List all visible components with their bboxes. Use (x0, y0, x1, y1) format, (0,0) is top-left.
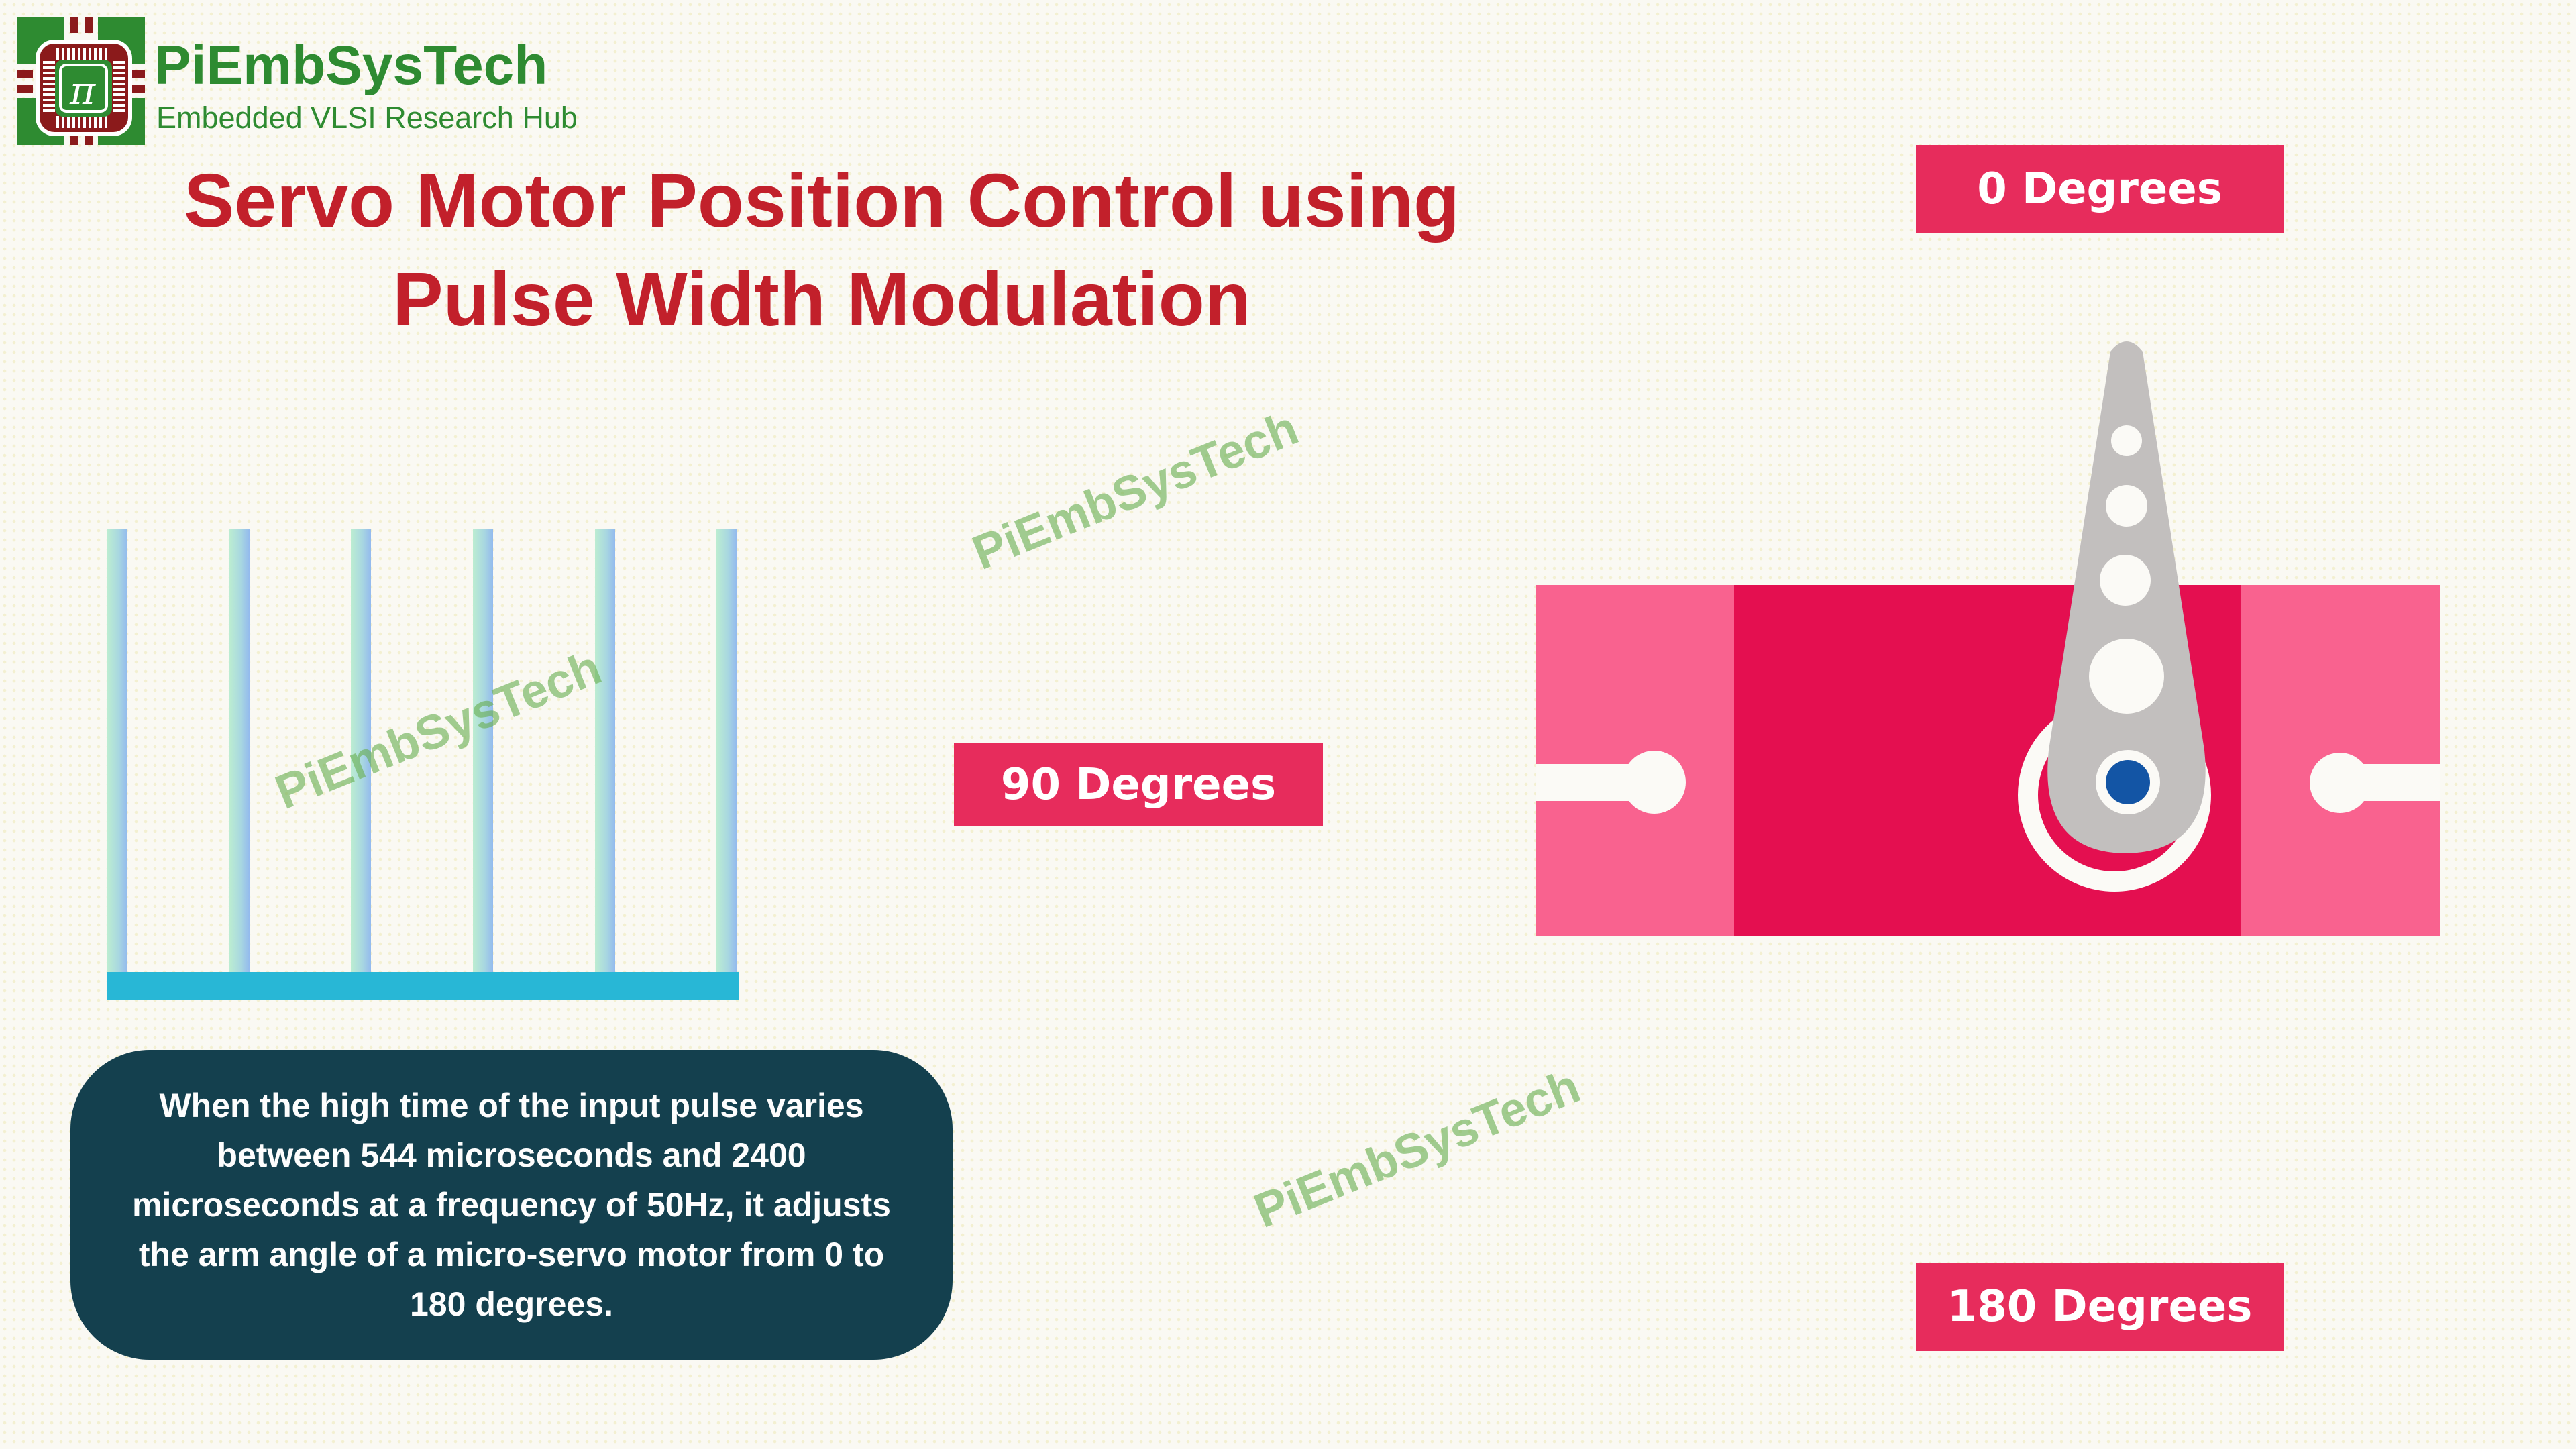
text-line: Servo Motor Position Control using (183, 158, 1460, 243)
info-box: When the high time of the input pulse va… (70, 1050, 953, 1360)
brand-name: PiEmbSysTech (154, 35, 548, 96)
pi-symbol: π (69, 68, 96, 113)
text-line: 180 degrees. (410, 1285, 613, 1323)
pwm-diagram (107, 529, 739, 1000)
text-line: microseconds at a frequency of 50Hz, it … (132, 1186, 891, 1224)
servo-arm-hole-1 (2111, 425, 2142, 456)
servo-shaft-screw (2106, 760, 2150, 804)
label-180-degrees: 180 Degrees (1916, 1263, 2284, 1351)
pwm-pulse (107, 529, 127, 972)
servo-arm-hole-4 (2089, 639, 2164, 714)
pwm-pulse (473, 529, 493, 972)
servo-left-screw-hole (1623, 751, 1686, 814)
servo-arm-hole-2 (2106, 485, 2147, 527)
servo-motor-illustration (1536, 341, 2440, 936)
servo-arm-hole-3 (2100, 555, 2151, 606)
brand-logo-chip-icon: π (17, 17, 145, 145)
label-0-degrees: 0 Degrees (1916, 145, 2284, 233)
brand-tagline: Embedded VLSI Research Hub (156, 101, 578, 135)
text-line: Pulse Width Modulation (392, 257, 1251, 341)
text-line: When the high time of the input pulse va… (159, 1087, 864, 1124)
watermark-bottom-middle: PiEmbSysTech (1246, 1059, 1588, 1238)
pwm-pulse-train (107, 529, 739, 972)
pwm-pulse (351, 529, 371, 972)
pwm-pulse (229, 529, 250, 972)
pwm-pulse (716, 529, 737, 972)
servo-left-slot (1536, 764, 1637, 801)
pwm-baseline (107, 972, 739, 1000)
label-90-degrees: 90 Degrees (954, 743, 1323, 826)
pwm-pulse (595, 529, 615, 972)
servo-right-slot (2348, 764, 2440, 801)
info-box-text: When the high time of the input pulse va… (116, 1081, 908, 1329)
watermark-top-middle: PiEmbSysTech (965, 400, 1306, 580)
text-line: the arm angle of a micro-servo motor fro… (138, 1236, 885, 1273)
text-line: between 544 microseconds and 2400 (217, 1136, 806, 1174)
